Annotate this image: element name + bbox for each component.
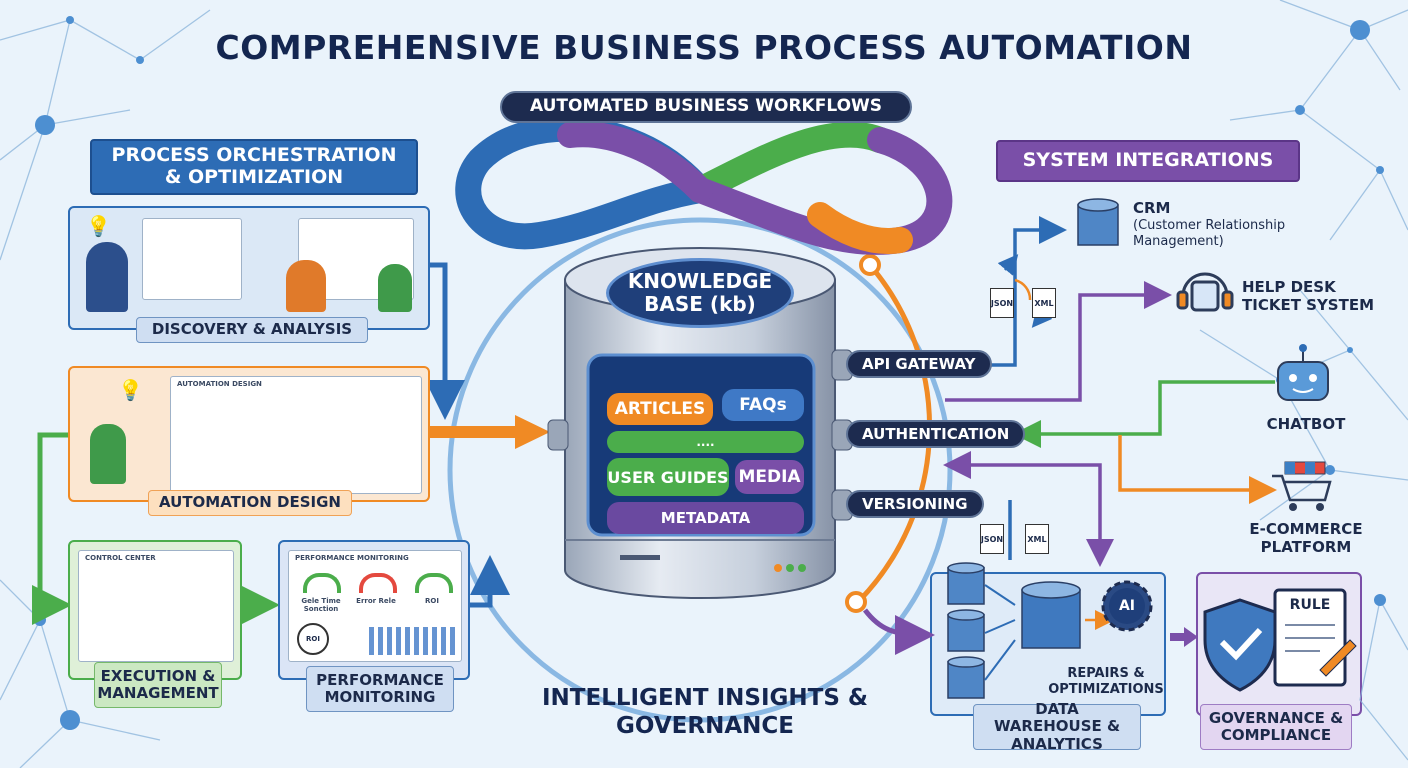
ecommerce-label: E-COMMERCE PLATFORM: [1249, 520, 1363, 556]
workflows-label: AUTOMATED BUSINESS WORKFLOWS: [500, 91, 912, 123]
versioning-tag: VERSIONING: [846, 490, 984, 518]
rule-label: RULE: [1289, 597, 1331, 613]
insights-label: INTELLIGENT INSIGHTS & GOVERNANCE: [542, 685, 868, 739]
execution-panel: CONTROL CENTER: [68, 540, 242, 680]
json-doc-icon: JSON: [980, 524, 1004, 554]
crm-sublabel: (Customer Relationship Management): [1133, 218, 1286, 249]
roi-badge: ROI: [297, 623, 329, 655]
discovery-panel: 💡: [68, 206, 430, 330]
process-orchestration-label: PROCESS ORCHESTRATION & OPTIMIZATION: [90, 139, 418, 195]
person-presenter-icon: [86, 242, 128, 312]
repairs-label: REPAIRS & OPTIMIZATIONS: [1048, 666, 1164, 697]
headset-icon-graphic: [1176, 272, 1234, 312]
ai-badge: AI: [1118, 597, 1136, 614]
gauge-label: Error Rele: [356, 597, 396, 605]
lightbulb-icon: 💡: [86, 214, 111, 238]
performance-panel: PERFORMANCE MONITORING Gele Time Sonctio…: [278, 540, 470, 680]
person-designer-icon: [90, 424, 126, 484]
xml-doc-icon: XML: [1032, 288, 1056, 318]
performance-window: PERFORMANCE MONITORING Gele Time Sonctio…: [288, 550, 462, 662]
kb-metadata: METADATA: [607, 502, 804, 534]
helpdesk-label: HELP DESK TICKET SYSTEM: [1242, 278, 1375, 314]
roi-badge-text: ROI: [306, 635, 320, 643]
gauge-icon: [359, 573, 397, 593]
control-center-window: CONTROL CENTER: [78, 550, 234, 662]
gauge-icon: [303, 573, 341, 593]
infinity-loop: [455, 115, 953, 255]
control-center-title: CONTROL CENTER: [85, 554, 156, 562]
api-gateway-tag: API GATEWAY: [846, 350, 992, 378]
design-window-title: AUTOMATION DESIGN: [177, 380, 262, 388]
warehouse-cylinders: [947, 198, 1119, 699]
kb-ellipsis: ....: [607, 431, 804, 453]
person-analyst-icon: [286, 260, 326, 312]
design-window: AUTOMATION DESIGN: [170, 376, 422, 494]
flowchart-board: [142, 218, 242, 300]
chatbot-label: CHATBOT: [1266, 415, 1346, 433]
performance-window-title: PERFORMANCE MONITORING: [295, 554, 409, 562]
crm-label: CRM: [1133, 199, 1171, 217]
system-integrations-label: SYSTEM INTEGRATIONS: [996, 140, 1300, 182]
xml-doc-icon: XML: [1025, 524, 1049, 554]
governance-graphic: [1203, 588, 1357, 692]
gauge-label: ROI: [425, 597, 439, 605]
gauge-icon: [415, 573, 453, 593]
cart-icon-graphic: [1272, 461, 1332, 511]
automation-design-label: AUTOMATION DESIGN: [148, 490, 352, 516]
performance-label: PERFORMANCE MONITORING: [306, 666, 454, 712]
chatbot-icon-graphic: [1277, 344, 1329, 401]
execution-label: EXECUTION & MANAGEMENT: [94, 662, 222, 708]
kb-faqs: FAQs: [722, 389, 804, 421]
lightbulb-icon: 💡: [118, 378, 143, 402]
ai-gear-graphic: [1101, 580, 1153, 632]
knowledge-base-title: KNOWLEDGE BASE (kb): [606, 258, 794, 328]
automation-design-panel: AUTOMATION DESIGN 💡: [68, 366, 430, 502]
discovery-label: DISCOVERY & ANALYSIS: [136, 317, 368, 343]
page-title: COMPREHENSIVE BUSINESS PROCESS AUTOMATIO…: [215, 28, 1193, 67]
kb-user-guides: USER GUIDES: [607, 458, 729, 496]
json-doc-icon: JSON: [990, 288, 1014, 318]
gauge-label: Gele Time Sonction: [301, 597, 341, 613]
bar-chart-icon: [369, 627, 455, 655]
person-analyst-two-icon: [378, 264, 412, 312]
kb-media: MEDIA: [735, 460, 804, 494]
authentication-tag: AUTHENTICATION: [846, 420, 1026, 448]
governance-label: GOVERNANCE & COMPLIANCE: [1200, 704, 1352, 750]
kb-articles: ARTICLES: [607, 393, 713, 425]
data-warehouse-label: DATA WAREHOUSE & ANALYTICS: [973, 701, 1141, 752]
